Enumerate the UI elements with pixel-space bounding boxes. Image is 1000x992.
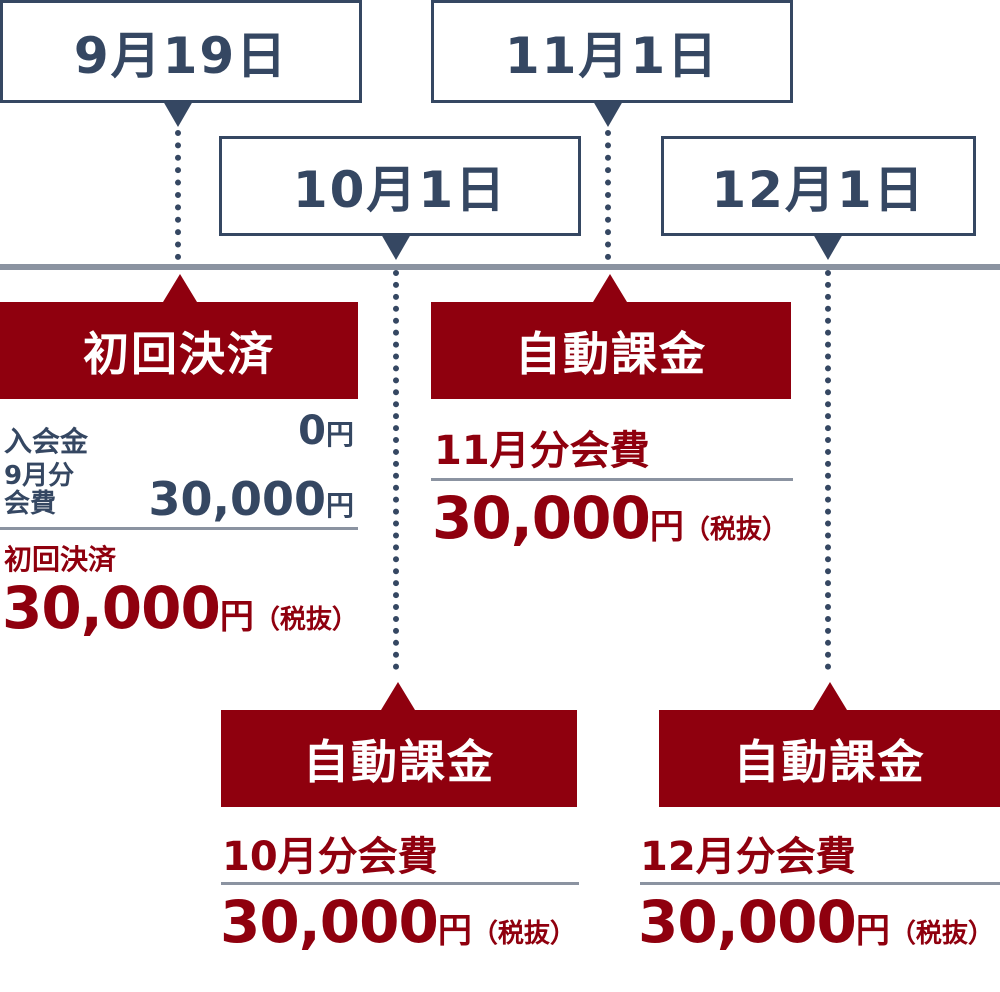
admission-label: 入会金 [4,425,89,458]
dec-divider [640,882,1000,885]
event-pointer-nov [593,274,627,302]
date-pointer-nov1 [593,101,623,127]
date-pointer-sep19 [163,101,193,127]
sep-fee-label: 9月分 会費 [4,461,75,519]
nov-divider [431,478,793,481]
date-pointer-dec1 [813,234,843,260]
date-box-oct1: 10月1日 [219,136,581,236]
nov-amount: 30,000円（税抜） [432,484,788,552]
sep-fee-amount: 30,000円 [148,472,354,526]
date-label: 11月1日 [504,26,720,85]
event-pointer-dec [813,682,847,710]
first-total-amount: 30,000円（税抜） [2,574,358,642]
event-pointer-first [163,274,197,302]
nov-period-label: 11月分会費 [434,428,650,474]
dec-period-label: 12月分会費 [640,834,856,880]
date-box-nov1: 11月1日 [431,0,793,103]
dec-amount: 30,000円（税抜） [638,888,994,956]
event-box-first-payment: 初回決済 [0,302,358,399]
oct-amount: 30,000円（税抜） [220,888,576,956]
event-box-auto-billing-nov: 自動課金 [431,302,791,399]
date-label: 12月1日 [711,161,926,219]
event-heading: 初回決済 [83,326,275,381]
connector-dec1 [825,270,831,670]
event-heading: 自動課金 [733,734,926,789]
date-label: 10月1日 [292,161,508,219]
event-heading: 自動課金 [303,734,495,789]
date-pointer-oct1 [381,234,411,260]
connector-nov1-upper [605,130,611,260]
first-total-label: 初回決済 [4,543,117,576]
event-heading: 自動課金 [515,326,707,381]
event-box-auto-billing-oct: 自動課金 [221,710,577,807]
connector-oct1 [393,270,399,670]
first-payment-divider [0,527,358,530]
event-box-auto-billing-dec: 自動課金 [659,710,1000,807]
oct-divider [221,882,579,885]
event-pointer-oct [381,682,415,710]
timeline-axis [0,264,1000,270]
date-box-sep19: 9月19日 [0,0,362,103]
date-box-dec1: 12月1日 [661,136,976,236]
date-label: 9月19日 [73,26,289,85]
oct-period-label: 10月分会費 [222,834,438,880]
connector-sep19-upper [175,130,181,260]
admission-amount: 0円 [298,408,354,454]
